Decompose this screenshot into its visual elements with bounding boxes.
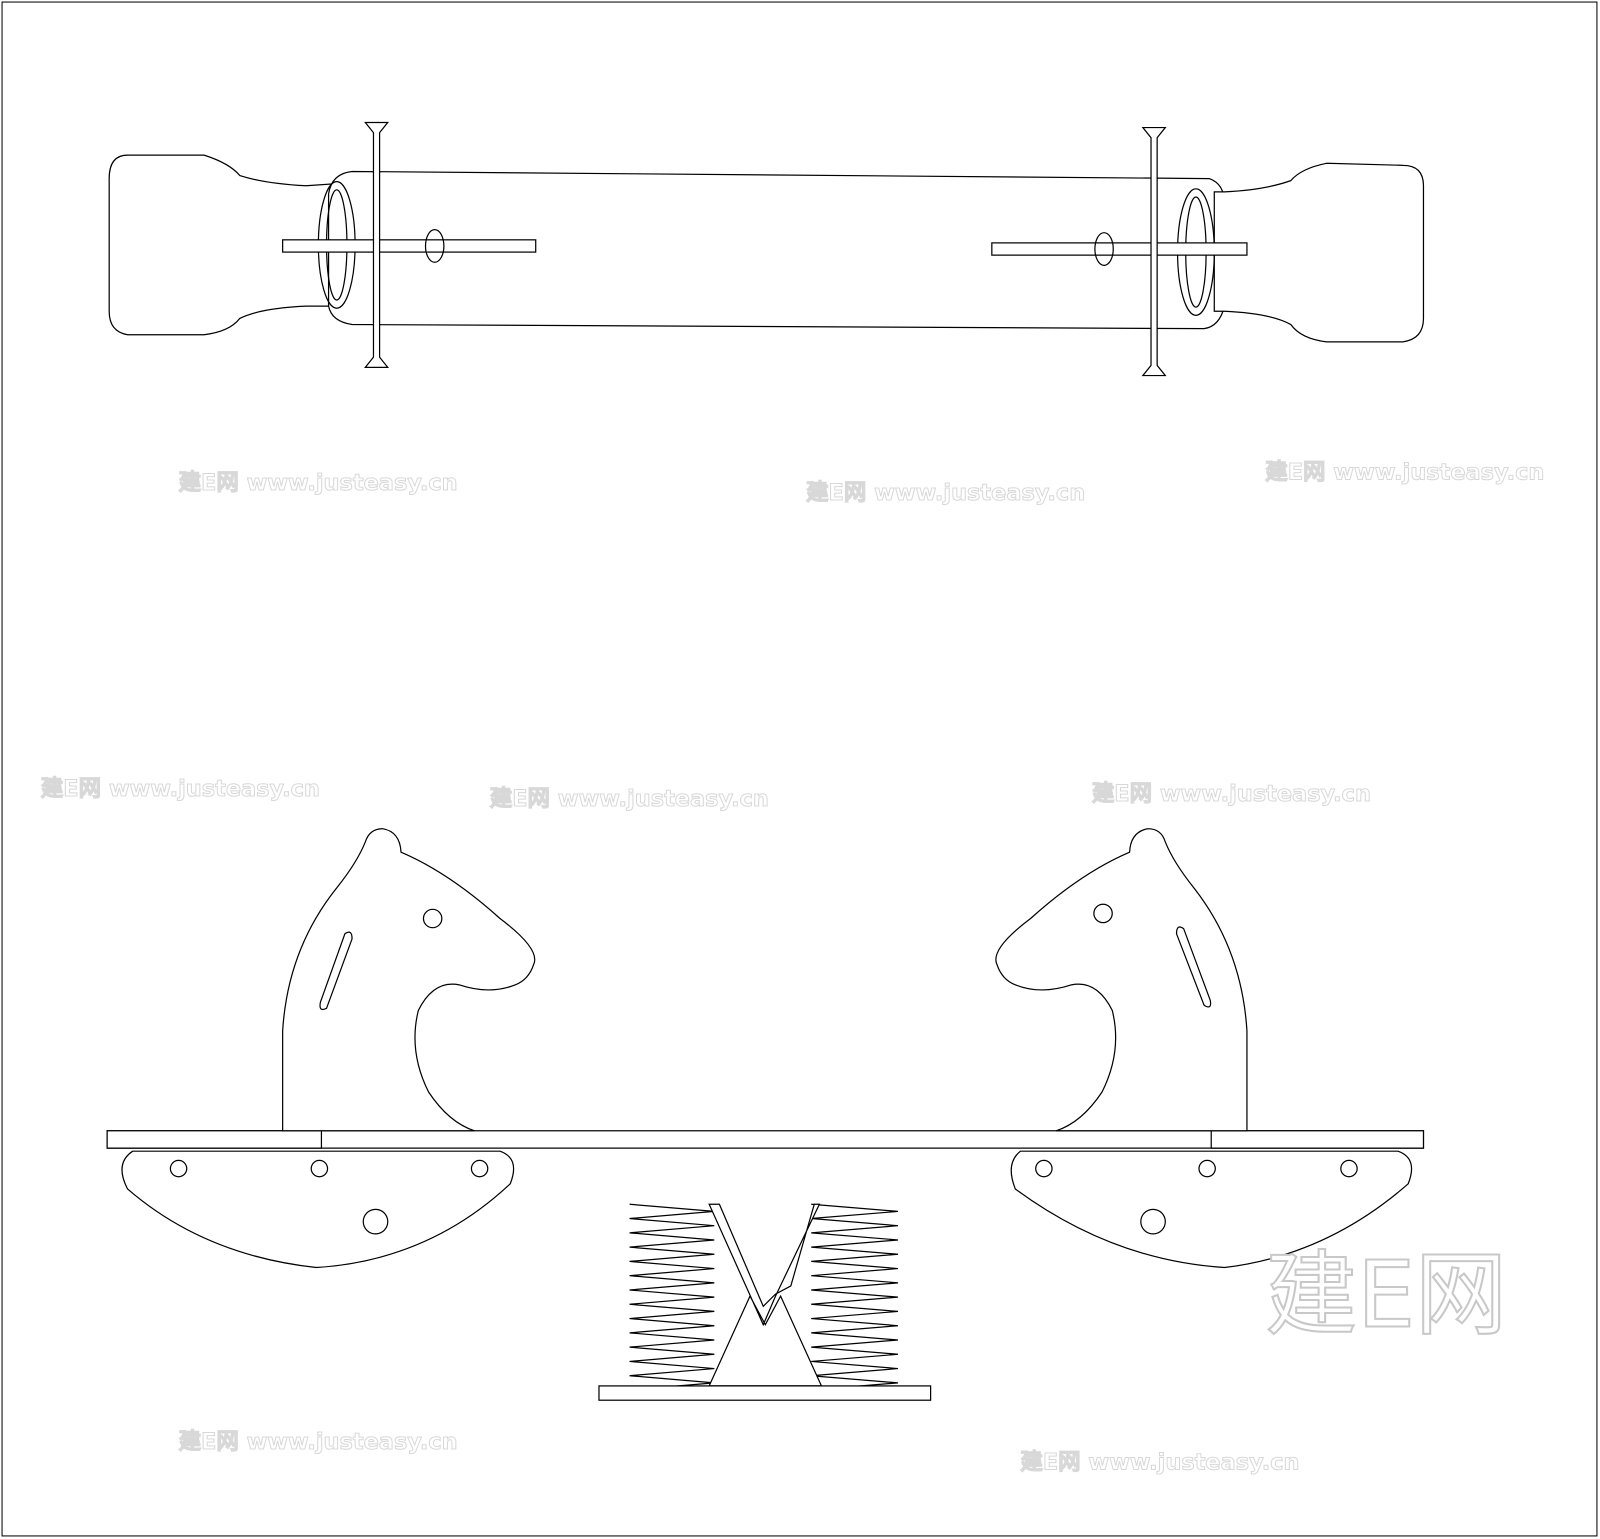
right-crossbar <box>991 242 1248 256</box>
coil-spring <box>811 1203 899 1391</box>
base-plate <box>598 1385 932 1401</box>
watermark-text: 建E网 www.justeasy.cn <box>179 470 458 496</box>
plan-view <box>108 121 1425 377</box>
watermark-text: 建E网 www.justeasy.cn <box>490 786 769 812</box>
right-bolt <box>1094 232 1114 266</box>
springs <box>629 1203 899 1391</box>
right-horse-head <box>995 828 1248 1132</box>
right-seat-plate <box>1210 1130 1425 1149</box>
footrest-holes <box>169 1159 1358 1235</box>
elevation-view <box>106 828 1425 1401</box>
left-bolt <box>424 229 445 263</box>
watermark-text: 建E网 www.justeasy.cn <box>179 1429 458 1455</box>
watermark-logo: 建E网 <box>1265 1242 1507 1349</box>
right-pin <box>1141 126 1167 377</box>
left-seat-plate <box>106 1130 323 1149</box>
watermark-text: 建E网 www.justeasy.cn <box>41 776 320 802</box>
left-handle-outline <box>108 154 338 336</box>
watermark-text: 建E网 www.justeasy.cn <box>1265 460 1544 486</box>
watermark-text: 建E网 www.justeasy.cn <box>806 480 1085 506</box>
left-horse-head <box>282 828 536 1132</box>
right-footrest <box>1010 1150 1413 1269</box>
coil-spring <box>629 1203 715 1391</box>
watermark-text: 建E网 www.justeasy.cn <box>1092 781 1371 807</box>
right-handle-outline <box>1213 162 1425 343</box>
watermark-text: 建E网 www.justeasy.cn <box>1020 1450 1299 1476</box>
left-pin <box>364 121 390 369</box>
left-footrest <box>121 1150 515 1269</box>
left-crossbar <box>282 239 537 253</box>
watermark-layer: 建E网 www.justeasy.cn 建E网 www.justeasy.cn 建E… <box>40 459 1545 1476</box>
